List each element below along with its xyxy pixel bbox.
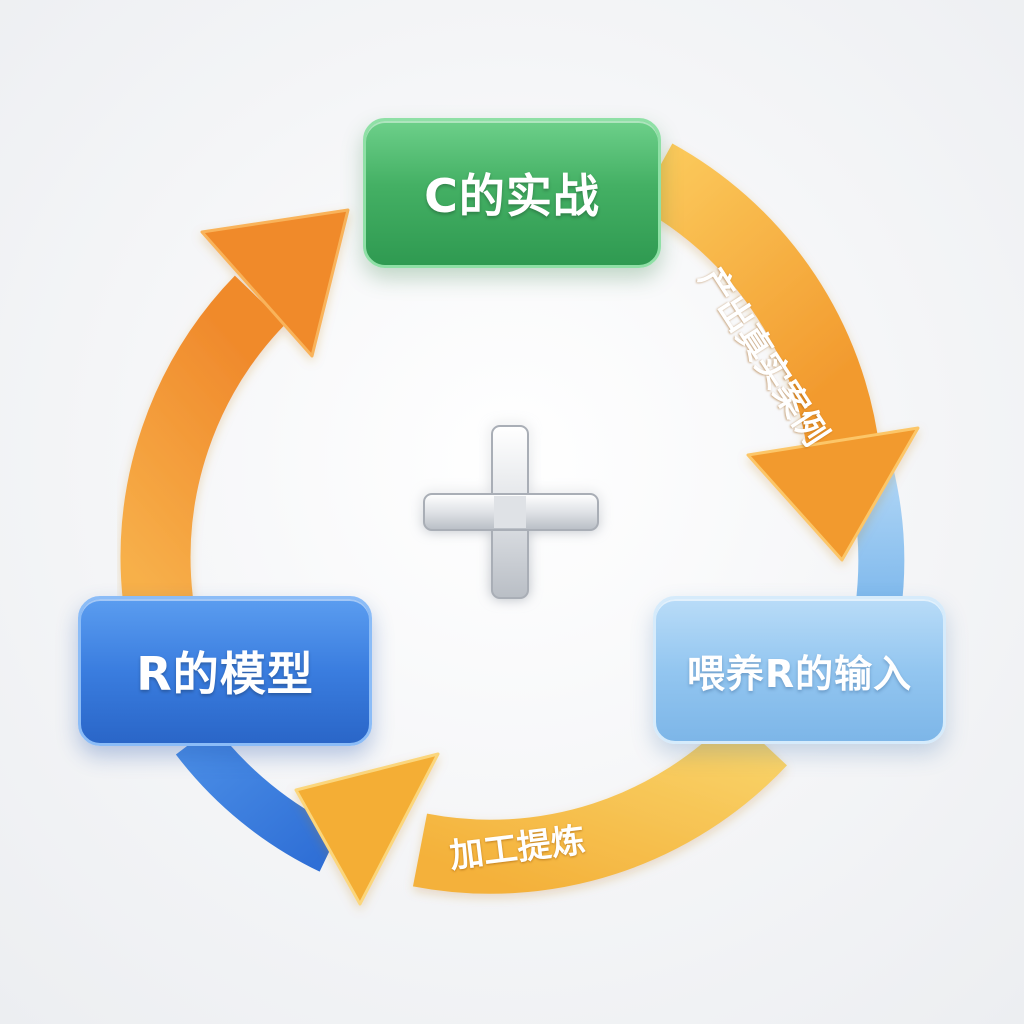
- node-c-label: C的实战: [424, 169, 600, 223]
- arrow-left-up: [120, 208, 350, 604]
- node-c-practice: C的实战: [363, 118, 661, 268]
- node-feed-label: 喂养R的输入: [686, 651, 913, 696]
- arrow-top-right: [637, 143, 920, 562]
- arrow-bottom-left: [294, 714, 787, 906]
- node-feed-input: 喂养R的输入: [653, 596, 946, 744]
- node-r-label: R的模型: [136, 647, 314, 701]
- plus-icon: [423, 425, 599, 599]
- band-left-blue: [175, 725, 341, 872]
- node-r-model: R的模型: [78, 596, 372, 746]
